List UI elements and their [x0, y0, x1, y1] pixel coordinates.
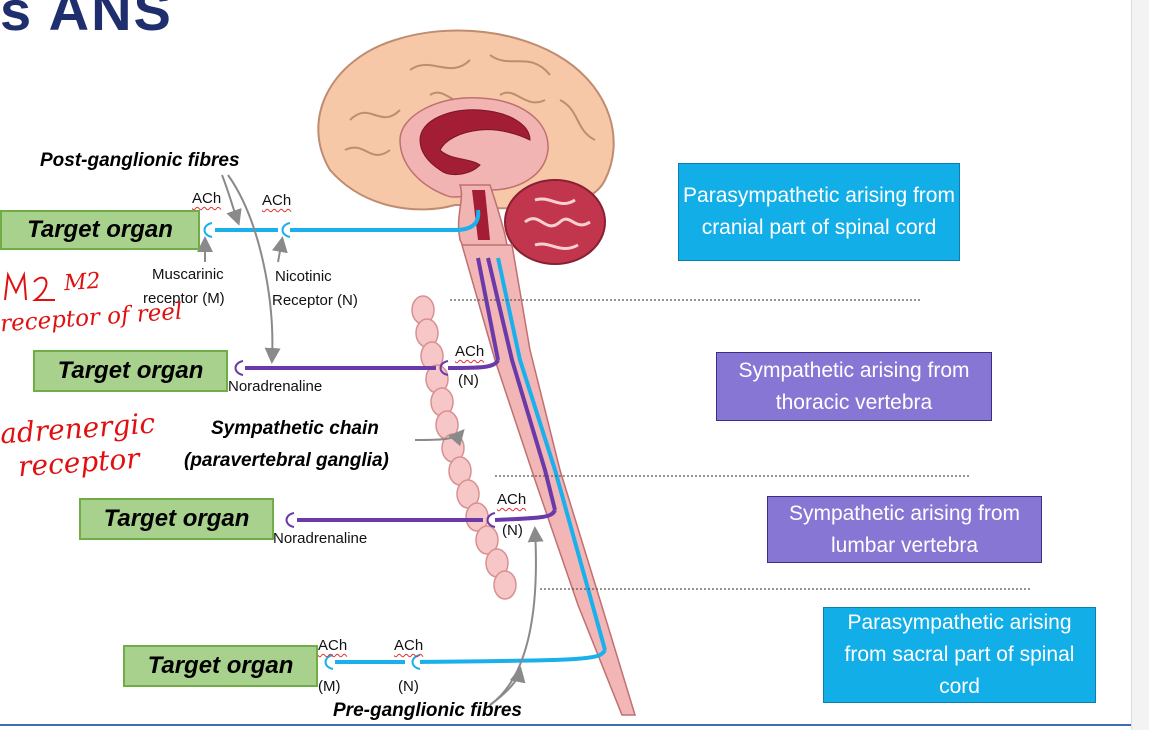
ach-label-lumbar: ACh	[497, 491, 527, 508]
lumbar-pre-fibre	[494, 509, 557, 522]
thoracic-pre-fibre	[447, 358, 500, 370]
target-organ-thoracic: Target organ	[33, 350, 228, 392]
box-parasympathetic-cranial: Parasympathetic arising from cranial par…	[678, 163, 960, 261]
sympathetic-chain	[411, 295, 517, 600]
pointer-arrows	[197, 174, 544, 706]
level-separators	[450, 299, 1030, 590]
lumbar-receptor	[285, 512, 295, 528]
parasympathetic-cord-fibre	[496, 257, 607, 651]
ach-label-sacral-post: ACh	[318, 637, 348, 654]
vertical-scrollbar[interactable]	[1131, 0, 1149, 730]
nicotinic-label-2: Receptor (N)	[272, 292, 358, 309]
slide-bottom-border	[0, 724, 1131, 726]
noradrenaline-label-lumbar: Noradrenaline	[273, 530, 368, 547]
brain-gyri	[344, 54, 596, 156]
lumbar-synapse	[486, 512, 496, 528]
handwriting-marks	[4, 271, 55, 301]
cranial-synapse	[281, 222, 291, 238]
m-label-sacral: (M)	[318, 678, 341, 695]
ach-label-cranial-post: ACh	[192, 190, 222, 207]
cranial-pre-fibre	[290, 209, 481, 232]
box-sympathetic-lumbar: Sympathetic arising from lumbar vertebra	[767, 496, 1042, 563]
pre-ganglionic-label: Pre-ganglionic fibres	[333, 700, 522, 721]
thoracic-receptor	[234, 360, 244, 376]
ans-diagram	[4, 29, 1030, 716]
muscarinic-label-1: Muscarinic	[152, 266, 224, 283]
cerebellum-folds	[524, 197, 591, 251]
sympathetic-chain-label-1: Sympathetic chain	[211, 418, 379, 439]
muscarinic-label-2: receptor (M)	[143, 290, 225, 307]
sacral-pre-fibre	[419, 648, 607, 664]
sympathetic-cord-fibre-2	[486, 257, 557, 511]
ach-label-thoracic: ACh	[455, 343, 485, 360]
sacral-receptor	[324, 654, 334, 670]
box-sympathetic-thoracic: Sympathetic arising from thoracic verteb…	[716, 352, 992, 421]
target-organ-cranial: Target organ	[0, 210, 200, 250]
sympathetic-cord-fibre-1	[476, 257, 500, 361]
noradrenaline-label-thoracic: Noradrenaline	[228, 378, 323, 395]
target-organ-sacral: Target organ	[123, 645, 318, 687]
box-parasympathetic-sacral: Parasympathetic arising from sacral part…	[823, 607, 1096, 703]
ach-label-sacral-pre: ACh	[394, 637, 424, 654]
handwriting-m2: M2	[63, 268, 102, 297]
page-title: s ANS	[0, 0, 173, 42]
n-label-thoracic: (N)	[458, 372, 479, 389]
brainstem-core	[472, 190, 490, 240]
sympathetic-chain-label-2: (paravertebral ganglia)	[184, 450, 389, 471]
n-label-sacral: (N)	[398, 678, 419, 695]
thoracic-synapse	[439, 360, 449, 376]
post-ganglionic-label: Post-ganglionic fibres	[40, 150, 240, 171]
brain-core	[419, 109, 531, 176]
target-organ-lumbar: Target organ	[79, 498, 274, 540]
ach-label-cranial-pre: ACh	[262, 192, 292, 209]
nicotinic-label-1: Nicotinic	[275, 268, 332, 285]
cranial-receptor	[203, 222, 213, 238]
n-label-lumbar: (N)	[502, 522, 523, 539]
cerebellum	[504, 179, 606, 265]
sacral-synapse	[411, 654, 421, 670]
